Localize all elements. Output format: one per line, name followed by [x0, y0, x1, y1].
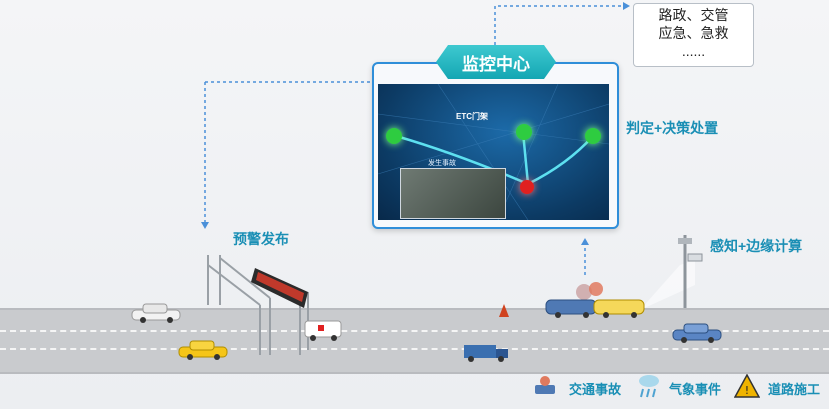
blue-car-icon [671, 323, 723, 343]
monitor-center-title: 监控中心 [436, 45, 556, 79]
perception-label: 感知+边缘计算 [710, 236, 802, 256]
judge-label: 判定+决策处置 [626, 118, 718, 138]
legend-weather-event: 气象事件 [669, 379, 721, 398]
incident-label: 发生事故 [428, 158, 456, 168]
note-line: 路政、交管 [634, 6, 753, 24]
ambulance-icon [304, 318, 344, 342]
svg-text:!: ! [745, 384, 749, 397]
monitor-screen: ETC门架 发生事故 [378, 84, 609, 220]
yellow-taxi-icon [177, 339, 229, 361]
warning-label: 预警发布 [233, 229, 289, 249]
traffic-cone-icon [498, 304, 510, 318]
gantry-node-icon [516, 124, 532, 140]
accident-scene-icon [544, 282, 649, 322]
legend-road-construction: 道路施工 [768, 379, 820, 398]
incident-node-icon [520, 180, 534, 194]
weather-event-icon [637, 373, 661, 399]
road-construction-icon: ! [734, 374, 760, 398]
roadside-camera-icon [640, 230, 710, 310]
gantry-node-icon [585, 128, 601, 144]
camera-feed-thumbnail [400, 168, 506, 219]
gantry-node-icon [386, 128, 402, 144]
response-agencies-box: 路政、交管 应急、急救 ...... [633, 3, 754, 67]
traffic-accident-icon [533, 375, 557, 397]
blue-truck-icon [463, 343, 511, 363]
etc-label: ETC门架 [456, 111, 488, 122]
legend-traffic-accident: 交通事故 [569, 379, 621, 398]
white-car-icon [130, 303, 182, 323]
note-line: ...... [634, 42, 753, 60]
note-line: 应急、急救 [634, 24, 753, 42]
